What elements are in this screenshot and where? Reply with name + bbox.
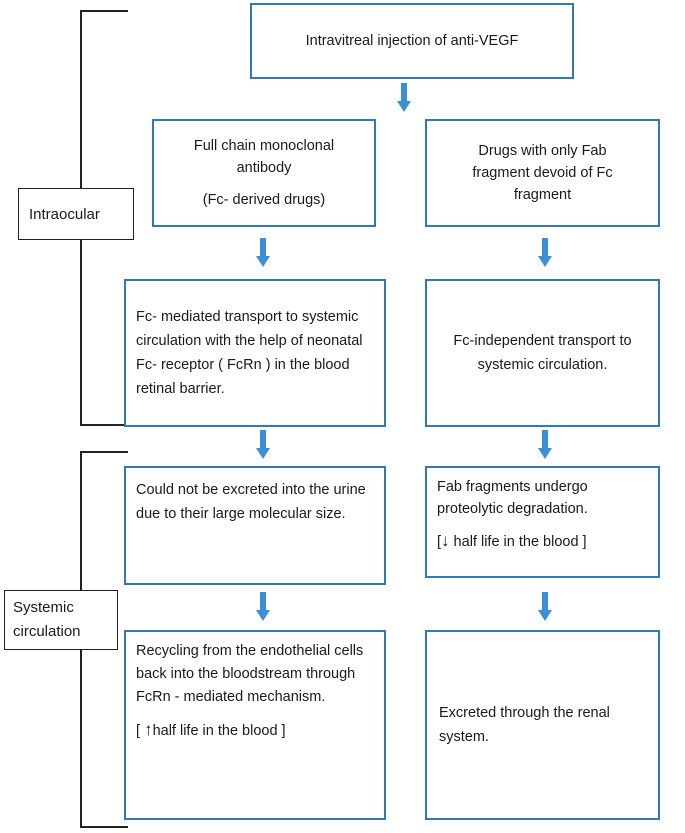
box-not-excreted: Could not be excreted into the urine due…: [124, 466, 386, 585]
box-fc-independent-transport-text: Fc-independent transport to systemic cir…: [453, 333, 632, 373]
box-recycling-fcrn: Recycling from the endothelial cells bac…: [124, 630, 386, 820]
intraocular-label-text: Intraocular: [29, 205, 100, 223]
down-arrow-icon: [538, 592, 552, 621]
box-not-excreted-text: Could not be excreted into the urine due…: [136, 482, 366, 522]
intraocular-label: Intraocular: [18, 188, 134, 240]
down-arrow-icon: ↓: [441, 531, 450, 550]
box-full-chain-antibody-line1: Full chain monoclonal antibody: [193, 138, 335, 176]
systemic-label-text: Systemic circulation: [13, 599, 81, 640]
down-arrow-icon: [256, 430, 270, 459]
intraocular-bracket-top: [80, 10, 128, 12]
box-fab-only-drugs-text: Drugs with only Fab fragment devoid of F…: [472, 143, 613, 203]
box-fab-degradation-halflife: [↓ half life in the blood ]: [437, 530, 648, 553]
halflife-suffix: half life in the blood ]: [449, 534, 587, 550]
down-arrow-icon: [538, 430, 552, 459]
box-fc-mediated-transport-text: Fc- mediated transport to systemic circu…: [136, 309, 363, 397]
box-renal-excretion-text: Excreted through the renal system.: [439, 705, 610, 745]
box-intravitreal-injection: Intravitreal injection of anti-VEGF: [250, 3, 574, 79]
halflife-suffix-2: half life in the blood ]: [152, 723, 286, 739]
down-arrow-icon: [397, 83, 411, 112]
systemic-label: Systemic circulation: [4, 590, 118, 650]
box-recycling-fcrn-line1: Recycling from the endothelial cells bac…: [136, 643, 364, 705]
systemic-bracket-bottom: [80, 826, 128, 828]
box-full-chain-antibody: Full chain monoclonal antibody (Fc- deri…: [152, 119, 376, 227]
box-fab-degradation-line1: Fab fragments undergo proteolytic degrad…: [437, 479, 588, 517]
systemic-bracket-top: [80, 451, 128, 453]
box-fab-degradation: Fab fragments undergo proteolytic degrad…: [425, 466, 660, 578]
up-arrow-icon: ↑: [144, 720, 153, 739]
down-arrow-icon: [256, 592, 270, 621]
box-fab-only-drugs: Drugs with only Fab fragment devoid of F…: [425, 119, 660, 227]
box-recycling-fcrn-halflife: [ ↑half life in the blood ]: [136, 719, 374, 742]
intraocular-bracket-bottom: [80, 424, 128, 426]
halflife-prefix-2: [: [136, 723, 145, 739]
down-arrow-icon: [256, 238, 270, 267]
halflife-prefix: [: [437, 534, 442, 550]
box-renal-excretion: Excreted through the renal system.: [425, 630, 660, 820]
box-fc-independent-transport: Fc-independent transport to systemic cir…: [425, 279, 660, 427]
box-intravitreal-injection-text: Intravitreal injection of anti-VEGF: [305, 33, 519, 49]
box-fc-mediated-transport: Fc- mediated transport to systemic circu…: [124, 279, 386, 427]
box-full-chain-antibody-line2: (Fc- derived drugs): [202, 192, 326, 208]
down-arrow-icon: [538, 238, 552, 267]
